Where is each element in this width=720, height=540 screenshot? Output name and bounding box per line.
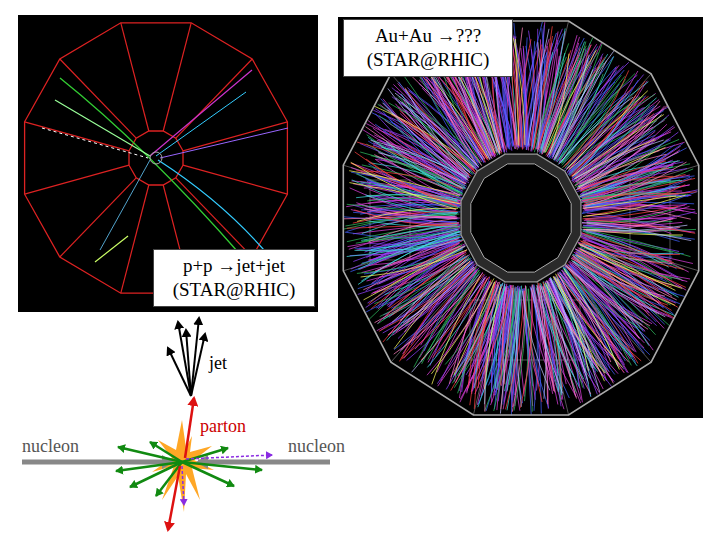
box-label: p+p →jet+jet (STAR@RHIC): [158, 254, 310, 302]
sector-line: [25, 165, 129, 194]
box-label: Au+Au →??? (STAR@RHIC): [348, 24, 508, 72]
beam-pipe-region: [471, 164, 571, 272]
hadron-arrow: [182, 448, 228, 462]
jet-arrow: [186, 330, 191, 396]
parton-arrow: [168, 466, 180, 530]
sector-line: [176, 59, 252, 138]
hadron-arrow: [118, 447, 182, 462]
track: [158, 160, 264, 250]
event-display-panel: [18, 15, 318, 312]
particle-tracks: [371, 29, 692, 414]
track: [42, 128, 148, 158]
dashed-arrows: [182, 455, 272, 505]
sector-line: [60, 59, 136, 138]
outer-barrel: [343, 21, 698, 415]
sector-line: [183, 165, 287, 194]
sector-line: [163, 23, 191, 131]
sector-line: [121, 23, 149, 131]
hadron-arrows: [116, 442, 262, 496]
particle-tracks: [42, 70, 288, 268]
track: [95, 236, 128, 262]
nucleon-label: nucleon: [288, 436, 345, 457]
track: [156, 92, 246, 156]
track: [100, 160, 150, 250]
track: [55, 100, 150, 156]
dashed-arrow: [186, 455, 272, 459]
nucleon-label: nucleon: [22, 436, 79, 457]
jet-arrow: [191, 318, 199, 396]
hadron-arrow: [130, 462, 182, 487]
jet-arrows: [168, 318, 205, 396]
sector-line: [176, 178, 252, 257]
jet-arrow: [191, 334, 205, 396]
inner-barrel: [461, 154, 581, 282]
nucleon-arrow: [198, 460, 330, 465]
track: [160, 128, 288, 158]
label-box: p+p →jet+jet (STAR@RHIC): [153, 249, 315, 307]
sector-line: [25, 122, 129, 151]
dashed-arrow: [182, 466, 184, 505]
detector-tracks: [343, 21, 699, 416]
label-box: Au+Au →??? (STAR@RHIC): [343, 19, 513, 77]
event-display-panel: [338, 17, 703, 418]
hadron-arrow: [150, 442, 182, 462]
parton-label: parton: [200, 416, 246, 437]
jet-label: jet: [209, 353, 227, 374]
particle-tracks: [349, 33, 685, 389]
sector-line: [60, 178, 136, 257]
collision-sketch: [22, 318, 330, 530]
nucleon-arrow: [22, 460, 172, 465]
vertex: [150, 152, 162, 164]
inner-barrel: [129, 131, 183, 185]
track: [150, 70, 252, 156]
track: [60, 78, 252, 268]
parton-arrow: [185, 398, 194, 458]
hadron-arrow: [182, 462, 234, 486]
jet-arrow: [178, 322, 191, 396]
particle-tracks: [344, 22, 698, 416]
